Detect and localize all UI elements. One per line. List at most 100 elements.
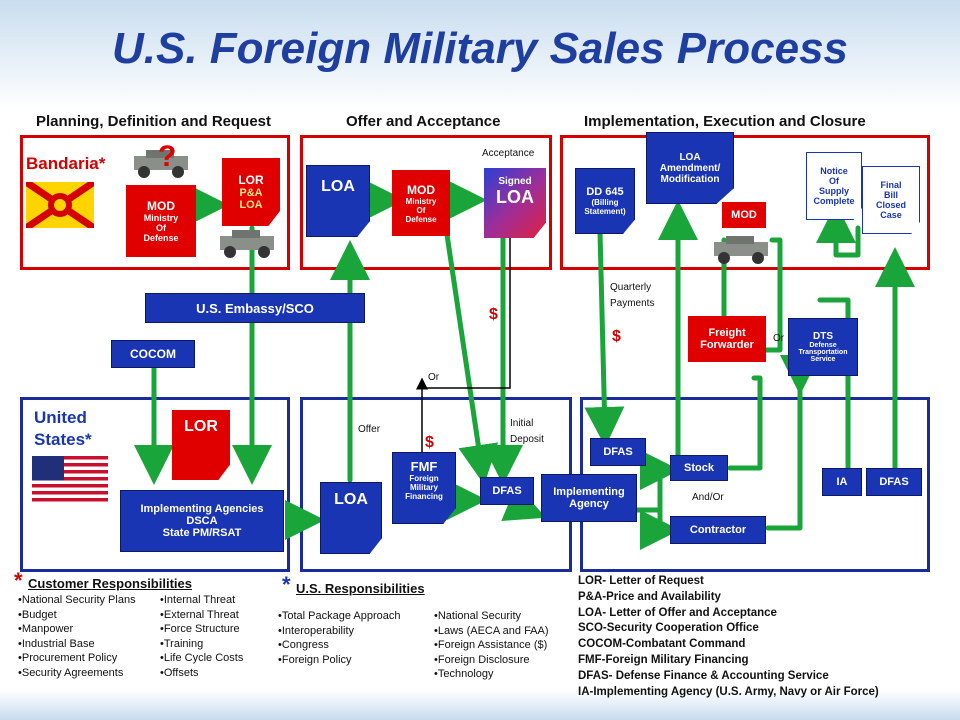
customer-resp-col1: •National Security Plans •Budget •Manpow…	[18, 593, 136, 680]
dfas-box-impl: DFAS	[590, 438, 646, 466]
lor-sub1: P&A	[239, 187, 263, 199]
us-resp-col1: •Total Package Approach •Interoperabilit…	[278, 609, 401, 667]
final-l1: Final	[880, 180, 902, 190]
us-label-line2: States*	[34, 430, 92, 449]
implementing-agency-box: Implementing Agency	[541, 474, 637, 522]
list-item: •Offsets	[160, 666, 199, 679]
legend-item: P&A-Price and Availability	[578, 590, 721, 603]
or-freight-label: Or	[773, 333, 785, 344]
dollar-payments: $	[612, 328, 621, 345]
agencies-l2: DSCA	[186, 515, 218, 527]
signed-loa-label: LOA	[496, 187, 534, 207]
andor-label: And/Or	[692, 492, 724, 503]
mod-sub3: Defense	[143, 233, 179, 243]
agencies-l3: State PM/RSAT	[162, 527, 242, 539]
legend-item: COCOM-Combatant Command	[578, 638, 746, 651]
impl-mod-box: MOD	[722, 202, 766, 228]
list-item: •Foreign Assistance ($)	[434, 639, 548, 651]
final-l2: Bill	[883, 190, 898, 200]
us-resp-col2: •National Security •Laws (AECA and FAA) …	[434, 609, 549, 682]
offer-mod-sub3: Defense	[405, 214, 437, 224]
customer-resp-title: Customer Responsibilities	[28, 576, 192, 591]
mod-sub2: Of	[156, 223, 166, 233]
dd645-sub2: Statement)	[584, 207, 626, 216]
notice-l2: Of	[829, 176, 839, 186]
question-mark: ?	[158, 140, 177, 173]
freight-forwarder-box: Freight Forwarder	[688, 316, 766, 362]
offer-mod-sub2: Of	[416, 205, 426, 215]
lor-sub2: LOA	[239, 199, 263, 211]
mod-title: MOD	[147, 199, 175, 213]
header-background	[0, 0, 960, 110]
dfas-box-offer: DFAS	[480, 477, 534, 505]
deposit-label: Deposit	[510, 434, 544, 445]
panel-customer	[20, 135, 290, 270]
list-item: •Force Structure	[160, 623, 240, 635]
notice-l4: Complete	[813, 196, 855, 206]
acceptance-label: Acceptance	[482, 148, 535, 159]
customer-country-label: Bandaria*	[26, 154, 106, 173]
list-item: •Industrial Base	[18, 637, 95, 650]
offer-mod-box: MOD Ministry Of Defense	[392, 170, 450, 236]
bandaria-flag-icon	[26, 182, 94, 228]
fmf-doc: FMF Foreign Military Financing	[392, 452, 456, 524]
dts-l3: Transportation	[798, 349, 848, 356]
stock-box: Stock	[670, 455, 728, 481]
list-item: •Total Package Approach	[278, 610, 401, 622]
legend-item: FMF-Foreign Military Financing	[578, 653, 749, 666]
list-item: •Interoperability	[278, 624, 355, 637]
list-item: •Technology	[434, 668, 494, 680]
acronym-legend: LOR- Letter of Request P&A-Price and Ava…	[578, 574, 879, 700]
embassy-sco-box: U.S. Embassy/SCO	[145, 293, 365, 323]
impl-agency-l1: Implementing	[553, 486, 625, 498]
us-resp-star: *	[282, 572, 291, 597]
list-item: •National Security	[434, 610, 522, 622]
fmf-l1: Foreign	[409, 474, 439, 483]
humvee-icon	[134, 150, 188, 178]
lor-title: LOR	[238, 173, 264, 187]
panel-offer	[300, 135, 552, 270]
dd645-title: DD 645	[586, 186, 624, 198]
list-item: •Security Agreements	[18, 666, 124, 679]
customer-lor-doc: LOR P&A LOA	[222, 158, 280, 226]
quarterly-label: Quarterly	[610, 282, 652, 293]
offer-mod-title: MOD	[407, 182, 435, 197]
cocom-box: COCOM	[111, 340, 195, 368]
list-item: •External Threat	[160, 608, 239, 621]
customer-resp-star: *	[14, 568, 23, 593]
list-item: •Manpower	[18, 623, 74, 635]
offer-label: Offer	[358, 424, 381, 435]
signed-loa-doc: Signed LOA	[484, 168, 546, 238]
initial-label: Initial	[510, 418, 534, 429]
notice-supply-complete-doc: Notice Of Supply Complete	[806, 152, 862, 220]
implementing-agencies-box: Implementing Agencies DSCA State PM/RSAT	[120, 490, 284, 552]
panel-implementation	[560, 135, 930, 270]
freight-l1: Freight	[708, 327, 746, 339]
fmf-title: FMF	[410, 459, 438, 474]
list-item: •Foreign Disclosure	[434, 653, 530, 666]
list-item: •Foreign Policy	[278, 653, 352, 666]
customer-mod-box: MOD Ministry Of Defense	[126, 185, 196, 257]
notice-l3: Supply	[818, 186, 849, 196]
agencies-l1: Implementing Agencies	[140, 503, 264, 515]
final-l4: Case	[880, 210, 902, 220]
us-label-line1: United	[34, 408, 87, 427]
loa-amend-l2: Amendment/	[659, 162, 721, 174]
header-implementation: Implementation, Execution and Closure	[584, 113, 866, 130]
mod-sub1: Ministry	[143, 213, 179, 223]
offer-mod-sub1: Ministry	[405, 196, 437, 206]
dts-l1: DTS	[813, 331, 833, 342]
dd645-doc: DD 645 (Billing Statement)	[575, 168, 635, 234]
impl-agency-l2: Agency	[569, 498, 609, 510]
or-mid-label: Or	[428, 372, 440, 383]
humvee-icon	[220, 230, 274, 258]
us-loa-doc: LOA	[320, 482, 382, 554]
list-item: •Procurement Policy	[18, 652, 118, 664]
list-item: •National Security Plans	[18, 594, 136, 606]
humvee-icon	[714, 236, 768, 264]
dfas-box-closure: DFAS	[866, 468, 922, 496]
payments-label: Payments	[610, 298, 655, 309]
dollar-fmf: $	[425, 434, 434, 451]
final-bill-doc: Final Bill Closed Case	[862, 166, 920, 234]
header-planning: Planning, Definition and Request	[36, 113, 272, 130]
